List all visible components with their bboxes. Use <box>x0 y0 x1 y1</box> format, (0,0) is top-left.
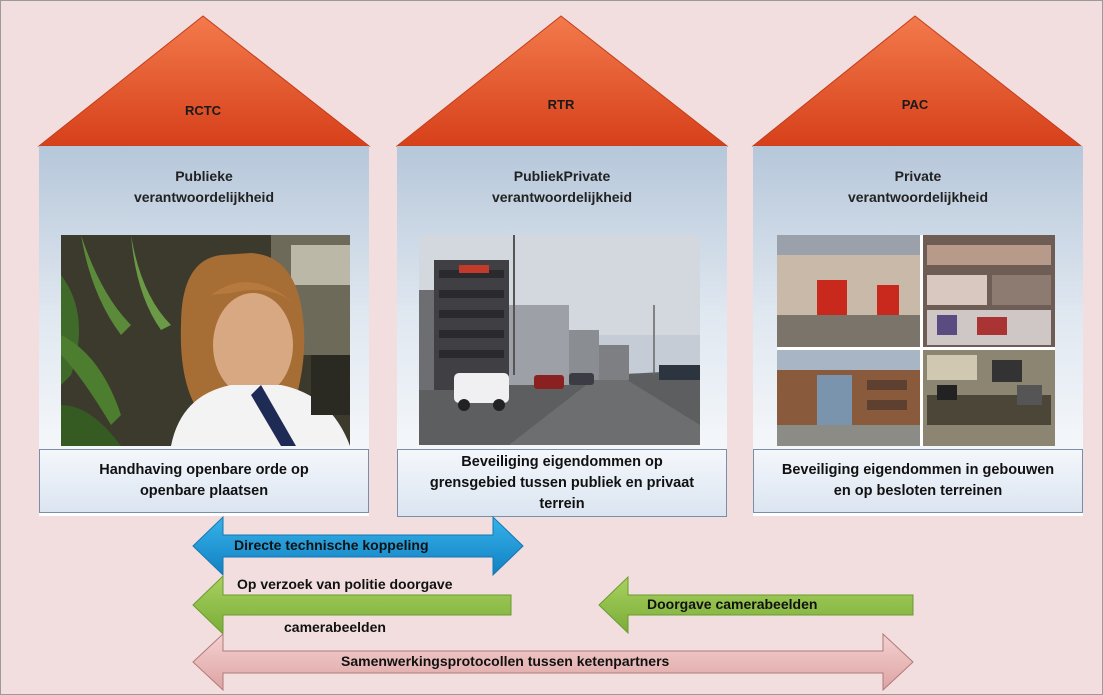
roof-label-rtr: RTR <box>547 97 575 112</box>
police-request-label-line2: camerabeelden <box>284 619 386 635</box>
heading-rtr: PubliekPrivate verantwoordelijkheid <box>397 166 727 208</box>
technical-link-double-arrow <box>192 515 524 577</box>
camera-feed-label: Doorgave camerabeelden <box>647 596 818 612</box>
operator-at-monitor-photo <box>61 235 350 446</box>
description-pac-line1: Beveiliging eigendommen in gebouwen <box>781 462 1055 478</box>
roofs-layer <box>37 15 1083 147</box>
description-rctc: Handhaving openbare orde op openbare pla… <box>39 449 369 513</box>
street-photo-drawing <box>419 235 700 445</box>
heading-rtr-line2: verantwoordelijkheid <box>491 189 633 205</box>
description-rtr: Beveiliging eigendommen op grensgebied t… <box>397 449 727 517</box>
description-rtr-line3: terrein <box>539 495 585 512</box>
collage-photo-drawing <box>777 235 1055 446</box>
technical-link-label: Directe technische koppeling <box>234 537 429 553</box>
camera-feed-left-arrow <box>598 575 914 635</box>
industrial-street-photo <box>419 235 700 445</box>
heading-rtr-line1: PubliekPrivate <box>513 168 611 184</box>
description-rctc-line2: openbare plaatsen <box>139 483 269 499</box>
private-premises-collage-photo <box>777 235 1055 446</box>
police-request-left-arrow <box>192 574 512 636</box>
collage-office-building <box>777 350 920 446</box>
heading-rctc-line1: Publieke <box>175 168 233 184</box>
heading-rctc-line2: verantwoordelijkheid <box>133 189 275 205</box>
police-request-label-line1: Op verzoek van politie doorgave <box>237 576 453 592</box>
heading-pac: Private verantwoordelijkheid <box>753 166 1083 208</box>
roof-label-rctc: RCTC <box>184 103 222 118</box>
description-rtr-line2: grensgebied tussen publiek en privaat <box>429 474 695 491</box>
description-pac-line2: en op besloten terreinen <box>833 483 1003 499</box>
collage-control-room <box>923 350 1055 446</box>
heading-rctc: Publieke verantwoordelijkheid <box>39 166 369 208</box>
collage-shop-interior <box>923 235 1055 347</box>
heading-pac-line2: verantwoordelijkheid <box>847 189 989 205</box>
heading-pac-line1: Private <box>894 168 942 184</box>
cooperation-label: Samenwerkingsprotocollen tussen ketenpar… <box>341 653 670 669</box>
description-rctc-line1: Handhaving openbare orde op <box>99 462 309 478</box>
roof-label-pac: PAC <box>901 97 929 112</box>
collage-building-red-doors <box>777 235 920 347</box>
cooperation-double-arrow <box>192 632 914 692</box>
operator-photo-drawing <box>61 235 350 446</box>
description-rtr-line1: Beveiliging eigendommen op <box>461 453 663 470</box>
description-pac: Beveiliging eigendommen in gebouwen en o… <box>753 449 1083 513</box>
